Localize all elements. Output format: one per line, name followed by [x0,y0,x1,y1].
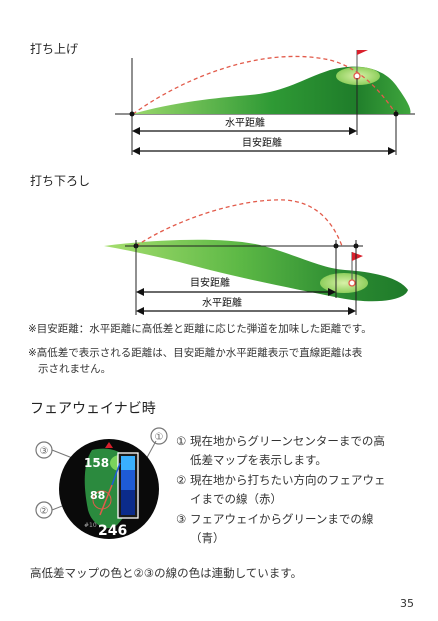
callout-2-circle [35,501,53,519]
fairway-item-3: ③ フェアウェイからグリーンまでの線 （青） [176,510,426,548]
uphill-point-start [129,111,135,117]
callout-2: ② [40,506,49,517]
callout-3-circle [35,441,53,459]
callout-3: ③ [40,446,49,457]
target-ring [92,490,112,510]
fairway-item-1-line-1: ① 現在地からグリーンセンターまでの高 [176,434,385,448]
downhill-target [348,279,356,287]
device-hole: #10 [84,522,97,529]
uphill-diagram: 水平距離 目安距離 [115,50,415,155]
callout-1-circle [150,427,168,445]
note-2: ※高低差で表示される距離は、目安距離か水平距離表示で直線距離は表 [28,347,363,359]
red-line [99,484,113,516]
elevation-band-2 [121,470,135,490]
downhill-trajectory [135,199,343,247]
device-distance-bottom: 246 [98,523,127,539]
downhill-diagram: 目安距離 水平距離 [104,199,408,315]
fairway-item-1-line-2: 低差マップを表示します。 [190,453,327,467]
note-2-cont: 示されません。 [38,363,112,375]
fairway-item-2-line-2: イまでの線（赤） [190,492,282,506]
uphill-horizontal-label: 水平距離 [225,116,265,129]
elevation-band-1 [121,456,135,470]
uphill-point-end [393,111,399,117]
downhill-title: 打ち下ろし [30,174,91,188]
uphill-flag-icon [357,50,368,55]
device-illustration: ③ ② ① 158 88 #10 246 [35,427,168,539]
downhill-flag-icon [352,252,363,261]
footer-note: 高低差マップの色と②③の線の色は連動しています。 [30,566,303,580]
device-distance-middle: 88 [90,489,105,502]
fairway-item-3-line-1: ③ フェアウェイからグリーンまでの線 [176,512,374,526]
fairway-item-2: ② 現在地から打ちたい方向のフェアウェ イまでの線（赤） [176,471,426,509]
blue-line [111,462,121,486]
page-number: 35 [400,597,414,610]
downhill-approx-label: 目安距離 [190,276,230,289]
north-arrow-icon [105,442,113,448]
note-1: ※目安距離：水平距離に高低差と距離に応じた弾道を加味した距離です。 [28,323,372,335]
downhill-horizontal-label: 水平距離 [202,296,242,309]
fairway-item-2-line-1: ② 現在地から打ちたい方向のフェアウェ [176,473,386,487]
device-distance-top: 158 [84,456,109,470]
uphill-approx-label: 目安距離 [242,136,282,149]
callout-1: ① [155,432,164,443]
fairway-item-1: ① 現在地からグリーンセンターまでの高 低差マップを表示します。 [176,432,426,470]
downhill-green [320,273,368,293]
elevation-band-3 [121,490,135,515]
uphill-title: 打ち上げ [30,42,79,56]
fairway-item-3-line-2: （青） [190,531,225,545]
fairway-title: フェアウェイナビ時 [30,401,156,417]
